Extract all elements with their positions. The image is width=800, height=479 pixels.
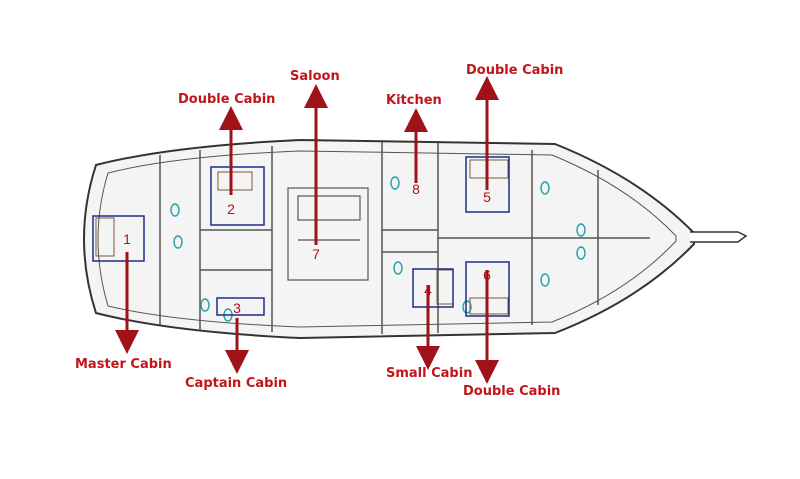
bulkheads	[159, 142, 650, 334]
label-master-cabin: Master Cabin	[75, 357, 172, 372]
room-number-7: 7	[312, 246, 320, 262]
callout-arrows	[115, 76, 499, 384]
bowsprit	[690, 231, 748, 243]
hull-outline	[83, 138, 695, 340]
label-small-cabin: Small Cabin	[386, 366, 473, 381]
label-kitchen: Kitchen	[386, 93, 442, 108]
room-number-8: 8	[412, 181, 420, 197]
label-captain-cabin: Captain Cabin	[185, 376, 288, 391]
hull-inner-line	[97, 150, 677, 328]
label-double-cabin-top-left: Double Cabin	[178, 92, 276, 107]
room-number-1: 1	[123, 231, 131, 247]
room-number-5: 5	[483, 189, 491, 205]
room-number-2: 2	[227, 201, 235, 217]
label-saloon: Saloon	[290, 69, 340, 84]
saloon-table	[287, 187, 369, 281]
room-number-3: 3	[233, 300, 241, 316]
label-double-cabin-top-right: Double Cabin	[466, 63, 564, 78]
label-double-cabin-bottom: Double Cabin	[463, 384, 561, 399]
